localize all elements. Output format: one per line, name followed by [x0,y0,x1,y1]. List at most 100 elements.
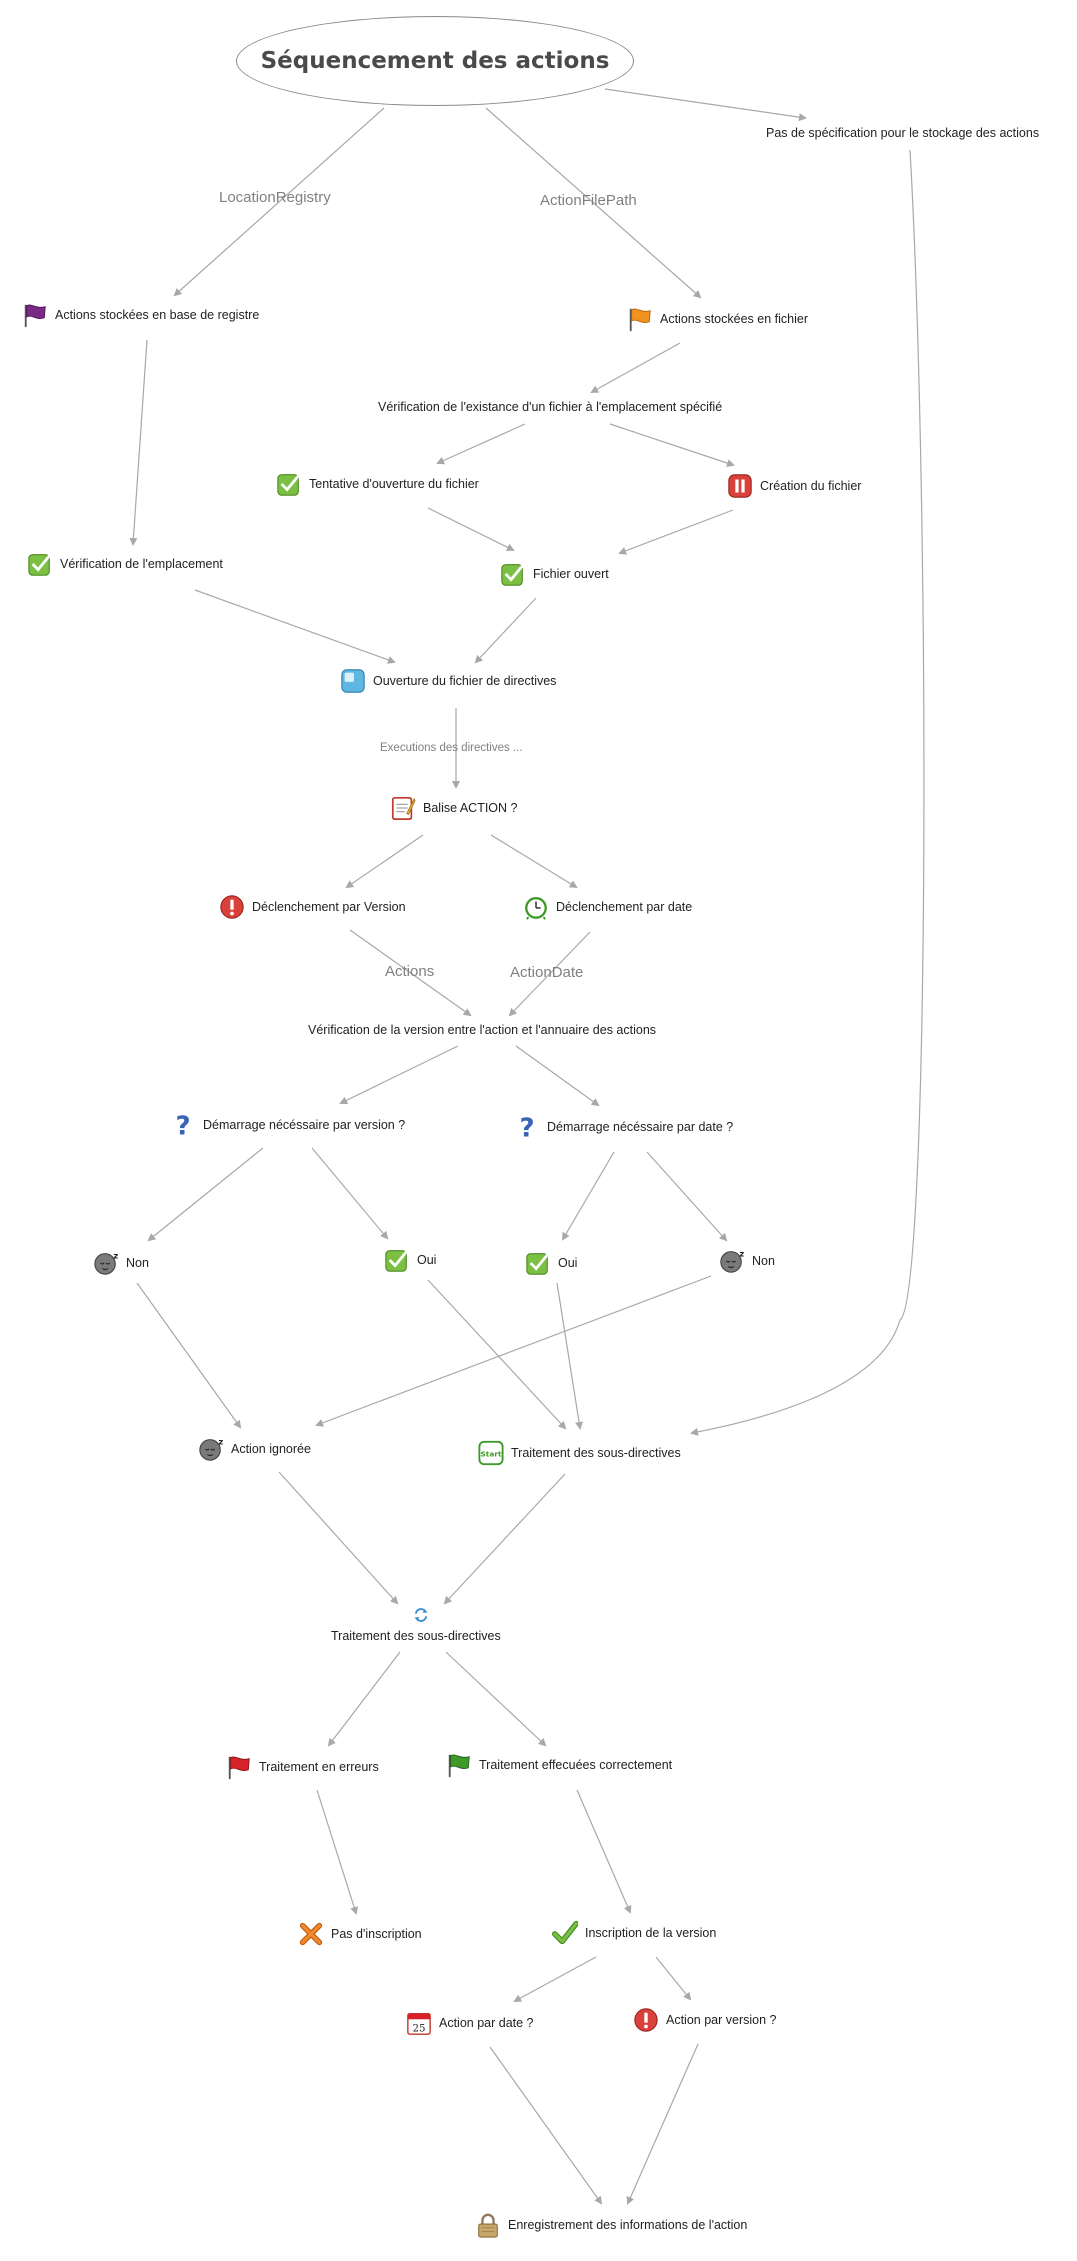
node-no-spec[interactable]: Pas de spécification pour le stockage de… [766,126,1040,140]
question-icon: ? [519,1114,534,1140]
edge-checkfile-to-tryopen [436,423,526,465]
edge-actionversion-to-save [626,2043,699,2205]
edge-checkfile-to-create [609,423,735,467]
node-start-by-version[interactable]: ? Démarrage nécéssaire par version ? [170,1112,405,1138]
svg-text:?: ? [519,1114,534,1140]
node-open-directives[interactable]: Ouverture du fichier de directives [340,668,556,694]
sleeping-face-icon: z [199,1436,223,1461]
diagram-title: Séquencement des actions [260,48,610,74]
node-no-inscription[interactable]: Pas d'inscription [298,1921,422,1947]
edge-checkversion-to-startversion [339,1045,459,1104]
calendar-icon: 25 [407,2013,431,2035]
title-node[interactable]: Séquencement des actions [236,16,634,106]
node-start-by-date[interactable]: ? Démarrage nécéssaire par date ? [514,1114,733,1140]
node-check-version[interactable]: Vérification de la version entre l'actio… [308,1023,657,1037]
node-inscription-label: Inscription de la version [585,1926,717,1940]
node-action-by-version[interactable]: Action par version ? [633,2007,776,2033]
start-icon-text: Start [480,1449,502,1458]
node-action-by-date[interactable]: 25 Action par date ? [406,2010,534,2036]
node-non-1-label: Non [126,1256,149,1270]
node-errors-label: Traitement en erreurs [259,1760,379,1774]
edge-ignored-to-sub2 [278,1471,399,1605]
node-oui-1-label: Oui [417,1253,437,1267]
pause-icon [728,474,752,498]
svg-text:z: z [739,1248,744,1258]
node-check-file[interactable]: Vérification de l'existance d'un fichier… [378,400,723,414]
calendar-day-text: 25 [413,2023,426,2034]
sleeping-face-icon: z [94,1250,118,1275]
node-errors[interactable]: Traitement en erreurs [226,1754,379,1780]
svg-text:?: ? [175,1112,190,1138]
node-action-by-date-label: Action par date ? [439,2016,534,2030]
node-start-by-version-label: Démarrage nécéssaire par version ? [203,1118,406,1132]
node-sub-directives-2[interactable]: Traitement des sous-directives [331,1629,501,1643]
edge-tag-to-triggerversion [345,834,424,889]
node-registry[interactable]: Actions stockées en base de registre [22,302,259,328]
edge-checkversion-to-startdate [515,1045,600,1107]
node-non-2-label: Non [752,1254,775,1268]
edge-sub2-to-success [445,1651,547,1747]
node-trigger-version[interactable]: Déclenchement par Version [219,894,406,920]
edge-create-to-fileopen [618,509,734,555]
check-icon [28,552,53,576]
edge-startdate-to-non2 [646,1151,728,1242]
refresh-icon [414,1608,428,1622]
node-action-by-version-label: Action par version ? [666,2013,777,2027]
edge-label-location-registry: LocationRegistry [219,189,331,206]
node-action-tag[interactable]: Balise ACTION ? [390,795,517,821]
node-success-label: Traitement effecuées correctement [479,1758,673,1772]
edge-oui2-to-subdirectives [556,1282,584,1430]
edge-triggerdate-to-checkversion [508,931,591,1017]
node-trigger-date[interactable]: Déclenchement par date [523,894,692,920]
node-oui-1[interactable]: Oui [384,1247,436,1273]
edge-checklocation-to-opendirectives [194,589,396,664]
check-icon [501,562,526,586]
node-action-ignored[interactable]: z Action ignorée [198,1436,311,1462]
node-action-ignored-label: Action ignorée [231,1442,311,1456]
sleeping-face-icon: z [720,1248,744,1273]
node-create-file[interactable]: Création du fichier [727,473,861,499]
edge-tryopen-to-fileopen [427,507,515,551]
edge-non1-to-ignored [136,1282,242,1429]
node-file-open-label: Fichier ouvert [533,567,609,581]
node-try-open[interactable]: Tentative d'ouverture du fichier [276,471,479,497]
edge-success-to-inscription [576,1789,632,1914]
cross-icon [299,1922,323,1946]
green-flag-icon [448,1754,470,1778]
purple-flag-icon [24,304,46,328]
alert-icon [220,895,244,919]
node-oui-2-label: Oui [558,1256,578,1270]
edge-non2-to-ignored [315,1275,712,1427]
edge-actiondate-to-save [489,2046,603,2205]
check-icon [385,1248,410,1272]
edge-startdate-to-oui2 [561,1151,615,1241]
edge-tag-to-triggerdate [490,834,578,889]
node-open-directives-label: Ouverture du fichier de directives [373,674,557,688]
node-file[interactable]: Actions stockées en fichier [627,306,808,332]
edge-registry-to-checklocation [129,339,148,546]
edge-sub2-to-errors [327,1651,401,1747]
check-icon [526,1251,551,1275]
node-oui-2[interactable]: Oui [525,1250,577,1276]
node-sub-directives-1-label: Traitement des sous-directives [511,1446,681,1460]
edge-title-to-nospec [604,88,807,122]
checkmark-icon [552,1920,578,1945]
check-icon [277,472,302,496]
alarm-clock-icon [525,897,547,920]
notepad-icon [391,796,416,820]
svg-text:z: z [218,1436,223,1446]
node-non-2[interactable]: z Non [719,1248,775,1274]
node-non-1[interactable]: z Non [93,1250,149,1276]
window-icon [341,669,365,693]
edge-title-to-file [485,107,702,299]
node-check-location[interactable]: Vérification de l'emplacement [27,551,223,577]
node-inscription[interactable]: Inscription de la version [552,1920,716,1946]
node-sub-directives-1[interactable]: Start Traitement des sous-directives [478,1440,681,1466]
node-save-info[interactable]: Enregistrement des informations de l'act… [475,2212,747,2238]
node-success[interactable]: Traitement effecuées correctement [446,1752,672,1778]
edge-label-action-file-path: ActionFilePath [540,192,637,209]
node-save-info-label: Enregistrement des informations de l'act… [508,2218,748,2232]
node-file-open[interactable]: Fichier ouvert [500,561,609,587]
edge-file-to-checkfile [590,342,681,393]
edge-inscription-to-actiondate [513,1956,597,2002]
